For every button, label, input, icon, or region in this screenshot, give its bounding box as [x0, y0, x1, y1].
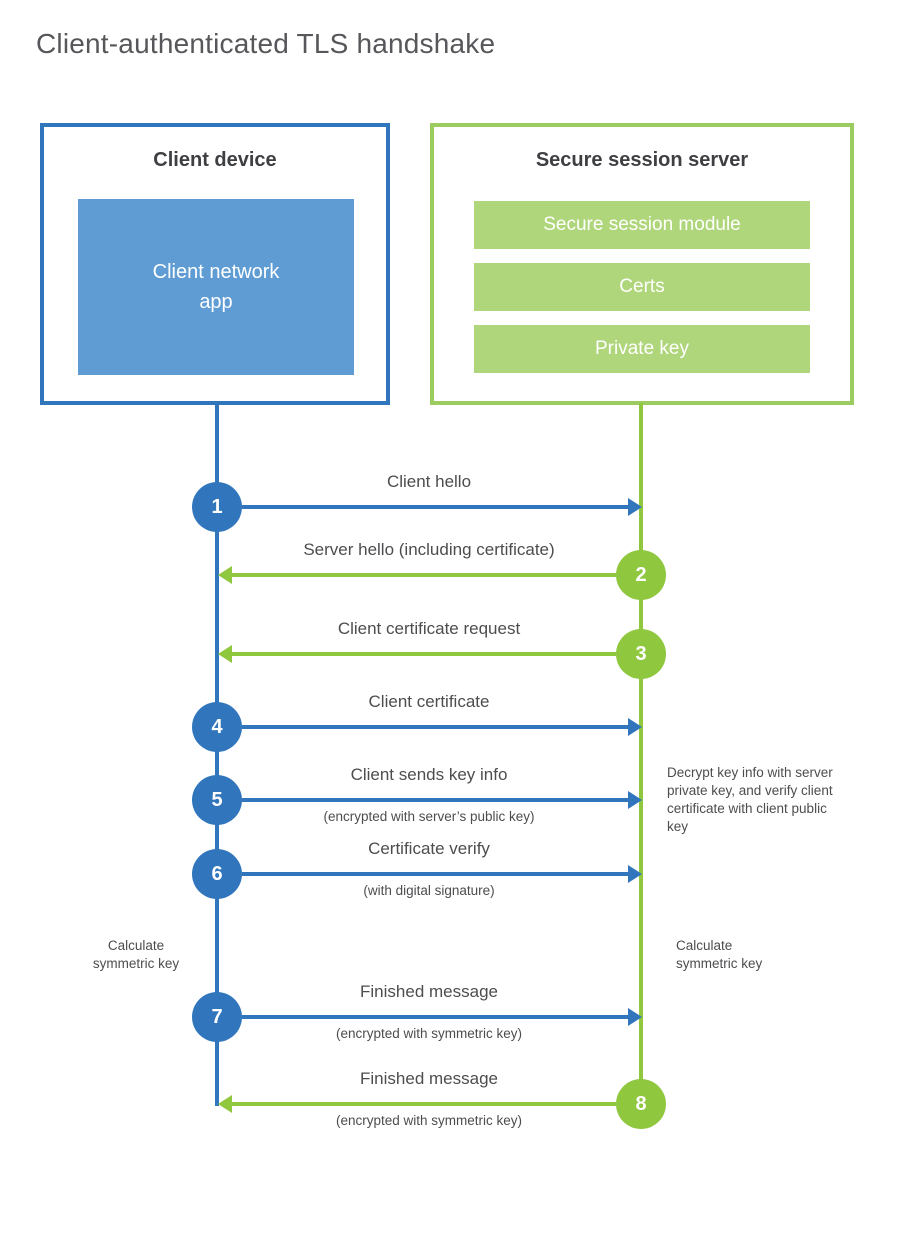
message-arrow-shaft-8	[232, 1102, 616, 1106]
message-arrowhead-6	[628, 865, 642, 883]
message-label-2: Server hello (including certificate)	[303, 540, 555, 559]
client-network-app-box: Client network app	[78, 199, 354, 375]
message-arrow-shaft-2	[232, 573, 616, 577]
server-lifeline	[639, 403, 643, 1105]
message-label-4: Client certificate	[368, 692, 490, 711]
step-4-badge: 4	[192, 702, 242, 752]
message-arrowhead-5	[628, 791, 642, 809]
page-title: Client-authenticated TLS handshake	[36, 28, 496, 59]
message-label-3: Client certificate request	[337, 619, 521, 638]
message-arrow-shaft-4	[242, 725, 628, 729]
client-device-title: Client device	[153, 149, 277, 171]
step-8-badge: 8	[616, 1079, 666, 1129]
server-module-2: Certs	[474, 263, 810, 311]
note-calculate-symmetric-key-server: Calculate symmetric key	[676, 938, 763, 971]
message-label-8: Finished message	[360, 1069, 498, 1088]
message-arrowhead-2	[218, 566, 232, 584]
step-6-badge: 6	[192, 849, 242, 899]
message-arrow-shaft-3	[232, 652, 616, 656]
step-2-badge: 2	[616, 550, 666, 600]
message-label-7: Finished message	[360, 982, 498, 1001]
server-module-3: Private key	[474, 325, 810, 373]
message-arrow-shaft-5	[242, 798, 628, 802]
step-7-badge: 7	[192, 992, 242, 1042]
message-label-5: Client sends key info	[350, 765, 508, 784]
message-arrowhead-1	[628, 498, 642, 516]
message-sublabel-6: (with digital signature)	[363, 883, 495, 898]
message-arrowhead-3	[218, 645, 232, 663]
message-arrow-shaft-1	[242, 505, 628, 509]
server-module-1: Secure session module	[474, 201, 810, 249]
message-arrow-shaft-6	[242, 872, 628, 876]
message-arrow-shaft-7	[242, 1015, 628, 1019]
message-sublabel-8: (encrypted with symmetric key)	[335, 1113, 523, 1128]
server-title: Secure session server	[535, 149, 749, 171]
message-sublabel-7: (encrypted with symmetric key)	[335, 1026, 523, 1041]
client-lifeline	[215, 403, 219, 1106]
note-decrypt-key-info: Decrypt key info with server private key…	[667, 765, 833, 834]
step-5-badge: 5	[192, 775, 242, 825]
step-3-badge: 3	[616, 629, 666, 679]
message-arrowhead-4	[628, 718, 642, 736]
note-calculate-symmetric-key-client: Calculate symmetric key	[92, 938, 180, 971]
message-arrowhead-8	[218, 1095, 232, 1113]
step-1-badge: 1	[192, 482, 242, 532]
message-sublabel-5: (encrypted with server’s public key)	[323, 809, 535, 824]
message-label-1: Client hello	[386, 472, 472, 491]
message-arrowhead-7	[628, 1008, 642, 1026]
message-label-6: Certificate verify	[368, 839, 490, 858]
